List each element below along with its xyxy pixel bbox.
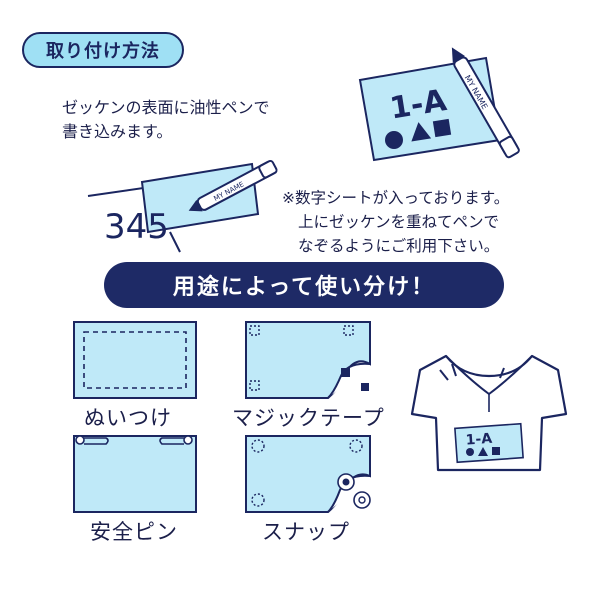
instruction-line-2: 書き込みます。 [62,122,173,141]
velcro-card-illustration [245,321,371,399]
method-label-sewing: ぬいつけ [84,406,172,430]
sewing-card-illustration [73,321,197,399]
method-label-snap: スナップ [262,520,350,544]
note-line-3: なぞるようにご利用下さい。 [298,237,500,255]
shirt-illustration: 1-A [410,354,568,472]
circle-shape-icon [385,131,403,149]
triangle-shape-icon [411,122,432,142]
sheet-digits: 345 [104,207,169,247]
note-line-2: 上にゼッケンを重ねてペンで [298,213,500,231]
square-shape-icon [432,118,452,138]
emphasis-line [439,369,449,381]
marker-pen-icon: MY NAME [451,47,520,159]
snap-button-icon [337,473,355,491]
usage-banner: 用途によって使い分け！ [104,262,504,308]
snap-card-illustration [245,435,371,513]
section-title: 取り付け方法 [22,32,184,68]
method-label-safety-pin: 安全ピン [90,520,178,544]
instruction-line-1: ゼッケンの表面に油性ペンで [62,98,270,117]
safety-pin-icon [159,435,193,445]
note-text: ※数字シートが入っております。 上にゼッケンを重ねてペンで なぞるようにご利用下… [282,186,509,258]
emphasis-line [451,363,457,377]
method-label-velcro: マジックテープ [232,406,385,430]
emphasis-line [499,367,505,379]
instruction-text: ゼッケンの表面に油性ペンで 書き込みます。 [62,96,270,144]
safety-pin-card-illustration [73,435,197,513]
note-line-1: ※数字シートが入っております。 [282,189,510,207]
velcro-patch-icon [361,383,369,391]
snap-button-icon [353,491,371,509]
velcro-patch-icon [341,368,350,377]
shirt-text: 1-A [465,431,493,449]
safety-pin-icon [75,435,109,445]
